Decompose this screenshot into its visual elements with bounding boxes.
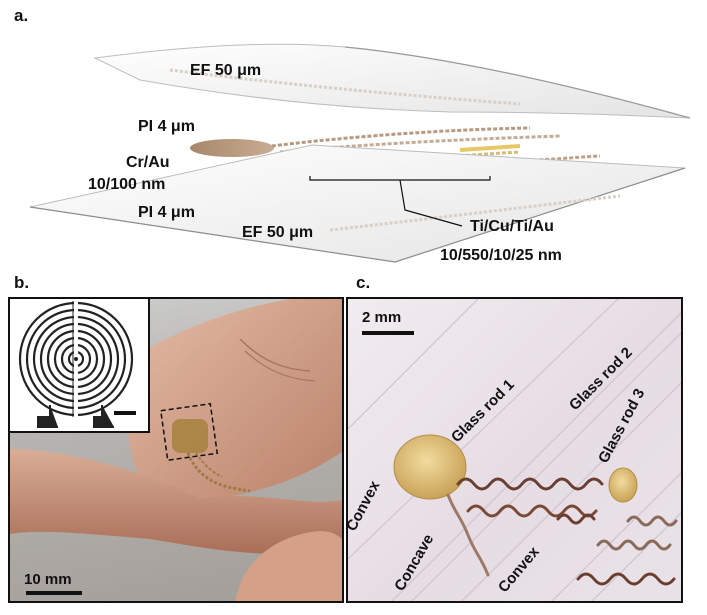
cr-au-thickness-label: 10/100 nm — [88, 176, 166, 193]
electrode-inset — [10, 299, 150, 433]
layer-stack-illustration — [29, 43, 691, 263]
panel-a-layer-stack: a. — [0, 0, 707, 275]
pi-top-label: PI 4 μm — [138, 118, 195, 135]
glass-rods-illustration — [348, 299, 681, 601]
sensor-patch — [172, 419, 208, 453]
ti-cu-callout — [309, 176, 491, 227]
sensor-highlight-box — [159, 402, 219, 462]
panel-b-label: b. — [14, 273, 30, 292]
panel-c-label: c. — [356, 273, 371, 292]
ti-cu-label: Ti/Cu/Ti/Au — [470, 218, 554, 235]
panel-a-label: a. — [14, 6, 29, 25]
spiral-electrode-icon — [18, 301, 136, 428]
panel-b-scale-label: 10 mm — [24, 571, 72, 588]
convex-disc-large — [393, 434, 467, 500]
convex-disc-small — [608, 467, 638, 503]
thumb — [235, 531, 342, 601]
cr-au-label: Cr/Au — [126, 154, 170, 171]
ef-bottom-label: EF 50 μm — [242, 224, 314, 241]
panel-b-scalebar — [26, 591, 82, 595]
panel-c-scalebar — [362, 331, 414, 335]
finger-photo-illustration — [10, 299, 342, 601]
index-finger — [126, 299, 342, 504]
panel-b-finger-photo: 10 mm — [8, 297, 344, 603]
panel-c-glass-rods-photo: 2 mm Glass rod 1 Glass rod 2 Glass rod 3… — [346, 297, 683, 603]
panel-c-scale-label: 2 mm — [362, 309, 402, 326]
pi-bottom-label: PI 4 μm — [138, 204, 195, 221]
ti-cu-thickness-label: 10/550/10/25 nm — [440, 247, 562, 264]
ef-top-sheet — [93, 43, 691, 119]
middle-finger — [10, 449, 342, 554]
ef-top-label: EF 50 μm — [190, 62, 262, 79]
pi-top-disk — [190, 139, 274, 157]
inset-scalebar — [114, 411, 136, 415]
